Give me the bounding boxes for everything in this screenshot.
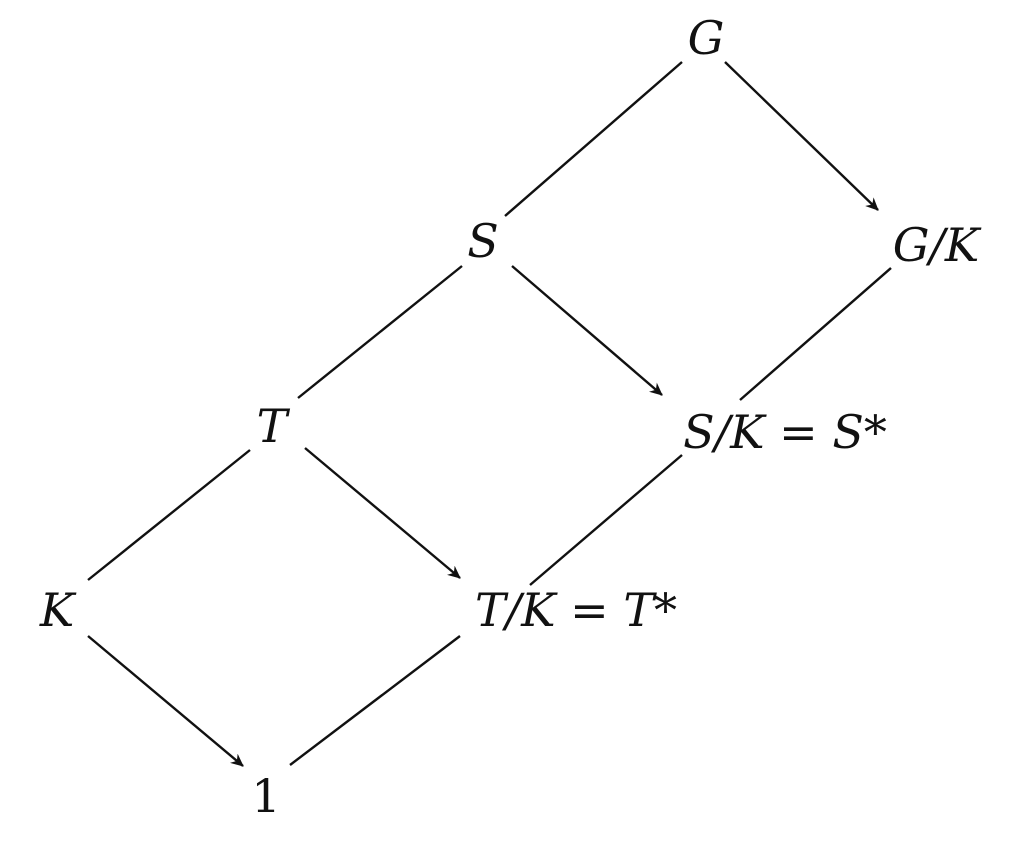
arrow-S-SK bbox=[511, 265, 663, 396]
node-G: G bbox=[688, 11, 725, 65]
arrow-T-TK bbox=[304, 447, 461, 579]
node-S: S bbox=[467, 214, 499, 268]
node-trivial: 1 bbox=[251, 769, 280, 823]
edge-T-K bbox=[87, 449, 251, 581]
node-K: K bbox=[39, 583, 77, 637]
node-T-mod-K: T/K = T* bbox=[475, 583, 677, 637]
edge-GK-SK bbox=[739, 267, 892, 401]
edge-G-S bbox=[504, 61, 683, 217]
edge-S-T bbox=[297, 265, 463, 399]
node-S-mod-K: S/K = S* bbox=[683, 405, 887, 459]
arrow-G-GK bbox=[724, 61, 879, 211]
arrow-K-1 bbox=[87, 635, 244, 767]
node-T: T bbox=[257, 399, 291, 453]
edge-TK-1 bbox=[289, 635, 461, 766]
edge-SK-TK bbox=[529, 454, 683, 586]
node-G-mod-K: G/K bbox=[893, 218, 982, 272]
